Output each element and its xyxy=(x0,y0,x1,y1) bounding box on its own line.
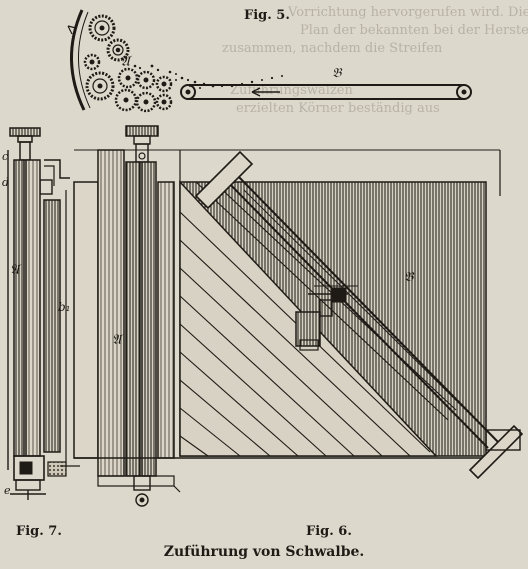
bleed-line-3: zusammen, nachdem die Streifen xyxy=(222,41,443,56)
fig6-diagonal-slats xyxy=(179,181,457,457)
fig6-drawing xyxy=(73,125,524,507)
fig5-gear-low xyxy=(85,71,115,101)
fig7-caption: Fig. 7. xyxy=(16,524,62,539)
fig5-label-a: 𝔄 xyxy=(120,52,130,70)
fig7-label-e: e xyxy=(4,484,11,497)
fig7-label-b: b₁ xyxy=(58,300,71,314)
plate-title: Zuführung von Schwalbe. xyxy=(163,544,365,560)
bleed-line-1: Vorrichtung hervorgerufen wird. Die Stre… xyxy=(288,5,528,20)
bleed-line-2: Plan der bekannten bei der Herstellung xyxy=(300,23,528,38)
fig5-rollers xyxy=(114,67,173,113)
fig6-caption: Fig. 6. xyxy=(306,524,352,539)
fig7-label-a: 𝔄 xyxy=(10,262,20,278)
fig5-gear-top xyxy=(88,14,116,42)
bleed-through-text: Vorrichtung hervorgerufen wird. Die Stre… xyxy=(0,0,528,135)
fig6-scraper-arm xyxy=(194,150,524,480)
bleed-line-4: Zuführungswalzen xyxy=(230,83,353,98)
fig7-drawing xyxy=(7,127,80,500)
fig7-label-d: d xyxy=(2,176,10,189)
bleed-line-5: erzielten Körner beständig aus xyxy=(236,101,440,116)
fig7-label-c: c xyxy=(2,150,9,163)
fig5-gear-left xyxy=(83,53,101,71)
fig5-label-b: 𝔅 xyxy=(332,66,342,81)
fig5-gear-mid xyxy=(106,38,130,62)
fig5-drawing xyxy=(67,9,472,113)
fig6-label-a: 𝔄 xyxy=(112,332,122,348)
fig5-conveyor-belt xyxy=(180,84,472,100)
fig6-label-b: 𝔅 xyxy=(404,270,414,285)
fig5-caption: Fig. 5. xyxy=(244,8,290,23)
